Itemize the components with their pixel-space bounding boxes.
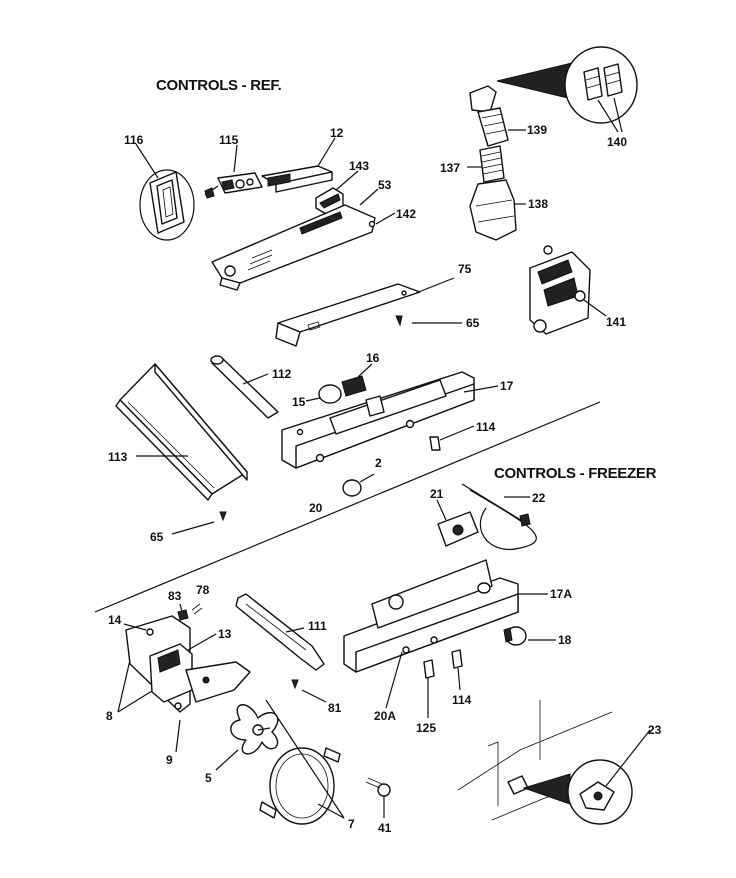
callout-137: 137 <box>440 161 460 175</box>
part-41-screw <box>365 777 391 797</box>
part-111-strap <box>235 593 325 671</box>
callout-114b: 114 <box>452 693 472 707</box>
section-title-freezer: CONTROLS - FREEZER <box>494 465 657 482</box>
part-125 <box>423 659 435 679</box>
callout-113: 113 <box>108 450 128 464</box>
callout-13: 13 <box>218 627 232 641</box>
part-115-control <box>204 172 263 199</box>
part-21-thermostat <box>437 511 479 547</box>
section-divider-line <box>94 401 601 613</box>
callout-8: 8 <box>106 709 113 723</box>
callout-14: 14 <box>108 613 122 627</box>
callout-138: 138 <box>528 197 548 211</box>
callout-12: 12 <box>330 126 344 140</box>
part-143-clip <box>315 187 344 215</box>
callout-114a: 114 <box>476 420 496 434</box>
callout-2: 2 <box>375 456 382 470</box>
part-139-socket <box>469 85 509 147</box>
part-138-lamp-cover <box>469 179 517 241</box>
callout-139: 139 <box>527 123 547 137</box>
part-23-detail <box>457 700 633 825</box>
part-81-screw <box>291 679 299 690</box>
part-53-housing <box>211 204 376 291</box>
callout-65a: 65 <box>466 316 480 330</box>
part-65-screw-b <box>219 511 227 522</box>
callout-17: 17 <box>500 379 514 393</box>
part-78 <box>191 603 203 615</box>
callout-41: 41 <box>378 821 392 835</box>
part-116-gasket <box>139 169 195 241</box>
callout-21: 21 <box>430 487 444 501</box>
callout-142: 142 <box>396 207 416 221</box>
part-17a-housing <box>343 559 519 673</box>
part-13-motor <box>149 643 251 703</box>
callout-53: 53 <box>378 178 392 192</box>
callout-15: 15 <box>292 395 306 409</box>
callout-20: 20 <box>309 501 323 515</box>
part-2-knob <box>342 479 362 497</box>
callout-75: 75 <box>458 262 472 276</box>
part-65-screw-a <box>395 315 403 327</box>
part-114-b <box>451 649 463 669</box>
callout-22: 22 <box>532 491 546 505</box>
part-113-trough <box>115 363 248 501</box>
callout-17a: 17A <box>550 587 572 601</box>
part-12 <box>261 165 333 193</box>
part-137-bulb <box>479 145 505 183</box>
callout-141: 141 <box>606 315 626 329</box>
callout-9: 9 <box>166 753 173 767</box>
part-83 <box>177 609 189 621</box>
callout-65b: 65 <box>150 530 164 544</box>
part-7-shroud <box>259 747 341 825</box>
callout-112: 112 <box>272 367 292 381</box>
callout-78: 78 <box>196 583 210 597</box>
callout-125: 125 <box>416 721 436 735</box>
callout-143: 143 <box>349 159 369 173</box>
callout-115: 115 <box>219 133 239 147</box>
callout-5: 5 <box>205 771 212 785</box>
part-17-housing <box>281 371 475 469</box>
part-141-valve <box>529 245 591 335</box>
part-18-knob <box>503 626 527 646</box>
callout-111: 111 <box>308 619 327 633</box>
callout-116: 116 <box>124 133 144 147</box>
part-5-fan-blade <box>230 704 279 755</box>
part-16-socket <box>341 375 367 397</box>
callout-140: 140 <box>607 135 627 149</box>
part-15-bulb <box>318 384 385 417</box>
part-22-capillary <box>461 483 537 551</box>
callout-81: 81 <box>328 701 342 715</box>
part-75-bracket <box>275 283 421 347</box>
part-140-detail <box>496 46 638 124</box>
section-title-ref: CONTROLS - REF. <box>156 77 282 94</box>
callout-83: 83 <box>168 589 182 603</box>
callout-20a: 20A <box>374 709 396 723</box>
callout-18: 18 <box>558 633 572 647</box>
part-112-rod <box>210 355 279 419</box>
part-114-a <box>429 436 441 451</box>
callout-7: 7 <box>348 817 355 831</box>
callout-16: 16 <box>366 351 380 365</box>
callout-23: 23 <box>648 723 662 737</box>
